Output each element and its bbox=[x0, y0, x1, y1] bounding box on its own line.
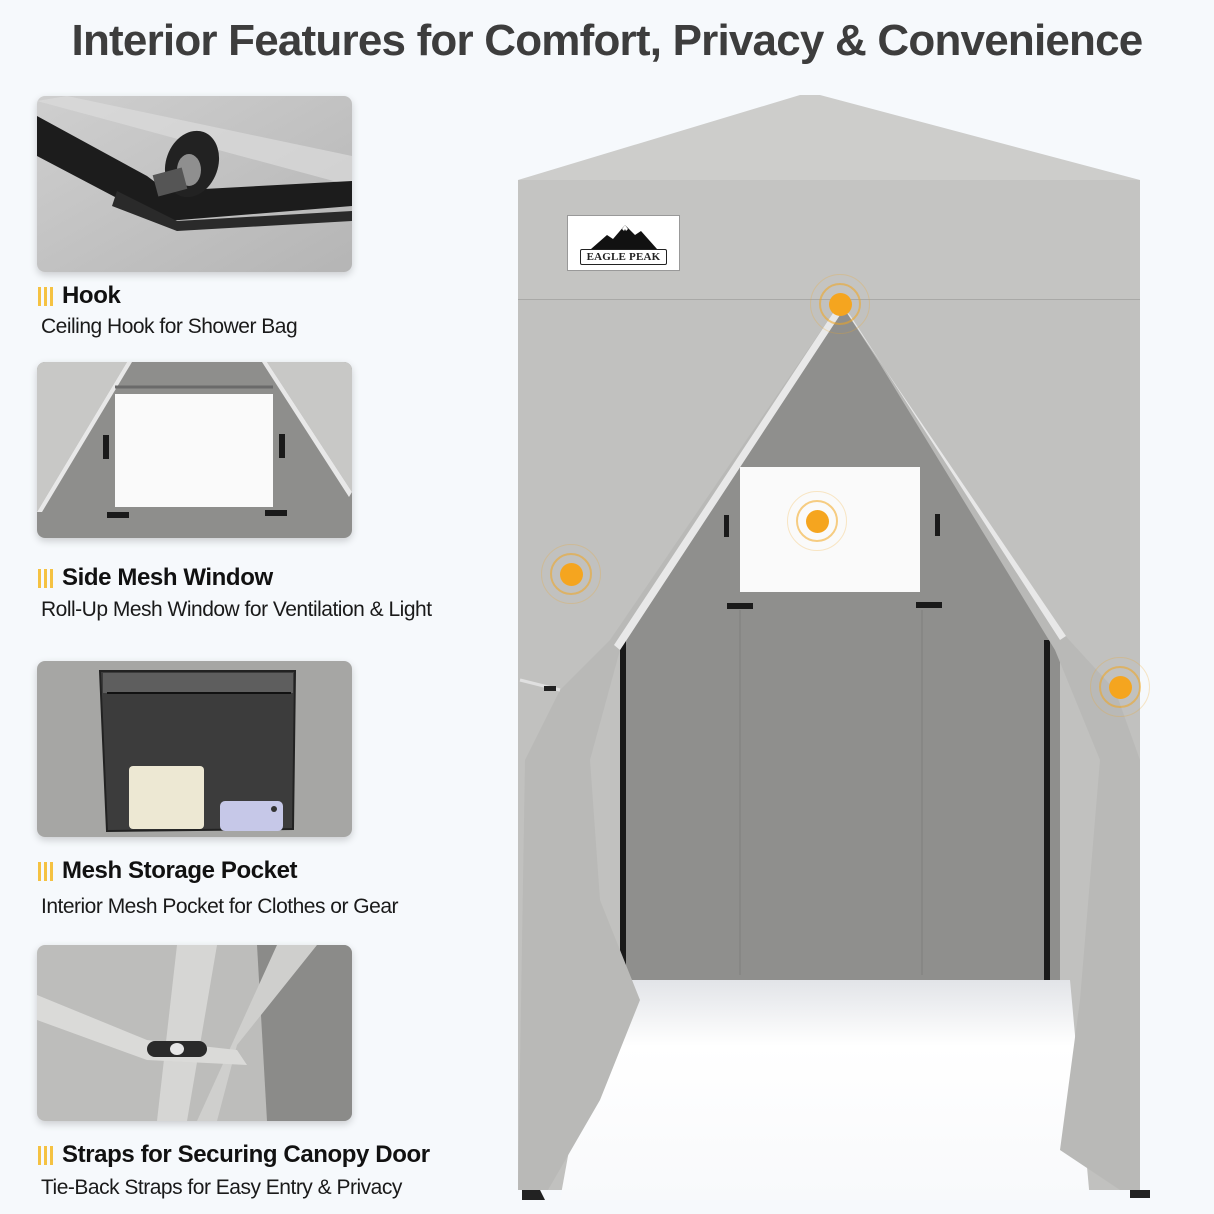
feature-heading-hook: Hook bbox=[38, 282, 121, 310]
hotspot-side-mesh-window[interactable] bbox=[787, 491, 847, 551]
hotspot-dot-icon bbox=[1108, 675, 1132, 699]
ceiling-hook-photo bbox=[37, 96, 352, 272]
hotspot-dot-icon bbox=[828, 292, 852, 316]
tie-back-strap-photo bbox=[37, 945, 352, 1121]
hotspot-hook[interactable] bbox=[810, 274, 870, 334]
feature-heading-straps: Straps for Securing Canopy Door bbox=[38, 1141, 430, 1169]
mesh-pocket-photo bbox=[37, 661, 352, 837]
page-title: Interior Features for Comfort, Privacy &… bbox=[71, 16, 1144, 65]
feature-image-side-mesh-window bbox=[37, 362, 352, 538]
feature-image-hook bbox=[37, 96, 352, 272]
hotspot-tie-back-strap[interactable] bbox=[1090, 657, 1150, 717]
feature-description-straps: Tie-Back Straps for Easy Entry & Privacy bbox=[41, 1176, 402, 1199]
hotspot-dot-icon bbox=[559, 562, 583, 586]
feature-image-tie-back-straps bbox=[37, 945, 352, 1121]
accent-bars-icon bbox=[38, 861, 53, 881]
mesh-window-photo bbox=[37, 362, 352, 538]
accent-bars-icon bbox=[38, 568, 53, 588]
mountain-icon bbox=[590, 225, 657, 249]
shower-tent-illustration bbox=[500, 80, 1214, 1214]
feature-description-hook: Ceiling Hook for Shower Bag bbox=[41, 315, 298, 338]
accent-bars-icon bbox=[38, 286, 53, 306]
feature-description-mesh-storage-pocket: Interior Mesh Pocket for Clothes or Gear bbox=[41, 895, 399, 918]
feature-heading-side-mesh-window: Side Mesh Window bbox=[38, 564, 273, 592]
hotspot-mesh-storage-pocket[interactable] bbox=[541, 544, 601, 604]
feature-image-mesh-storage-pocket bbox=[37, 661, 352, 837]
brand-logo: EAGLE PEAK bbox=[567, 215, 680, 271]
tent-photo bbox=[518, 95, 1150, 1200]
feature-description-side-mesh-window: Roll-Up Mesh Window for Ventilation & Li… bbox=[41, 598, 432, 621]
feature-heading-mesh-storage-pocket: Mesh Storage Pocket bbox=[38, 857, 298, 885]
accent-bars-icon bbox=[38, 1145, 53, 1165]
hotspot-dot-icon bbox=[805, 509, 829, 533]
